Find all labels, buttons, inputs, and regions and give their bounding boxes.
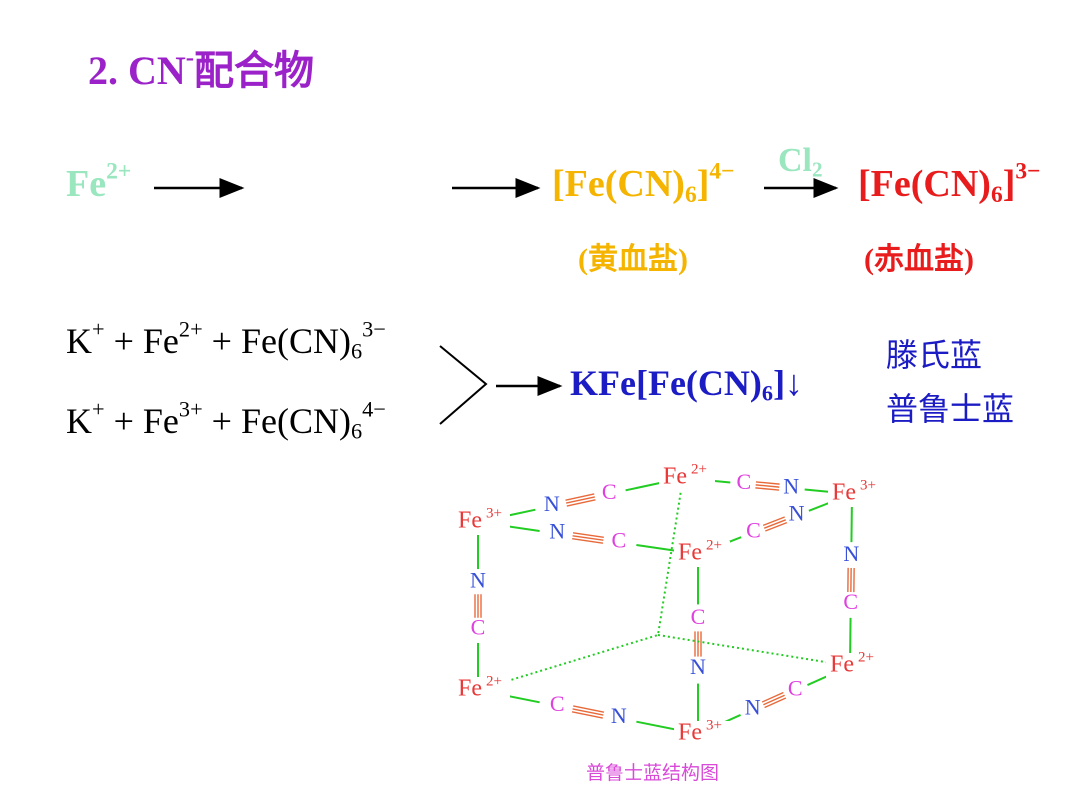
edge-tf-bf-carbon: C bbox=[691, 604, 706, 629]
edge-tl-tf-triple-0 bbox=[572, 532, 604, 538]
edge-bl-bf-triple-0 bbox=[573, 705, 605, 713]
iron-charge-tr: 3+ bbox=[860, 477, 876, 493]
iron-atom-bf: Fe bbox=[678, 720, 702, 746]
fe-backing-tr bbox=[828, 481, 884, 507]
edge-bl-bf-nitrogen: N bbox=[611, 703, 627, 728]
hidden-edge-right bbox=[657, 634, 851, 667]
edge-tf-tr-triple-2 bbox=[765, 521, 788, 532]
edge-tl-tb-nitrogen: N bbox=[544, 491, 560, 516]
edge-tl-tf-triple-2 bbox=[572, 538, 604, 544]
structure-caption: 普鲁士蓝结构图 bbox=[586, 762, 720, 784]
fe-backing-tb bbox=[659, 465, 715, 491]
edge-bf-br-nitrogen: N bbox=[745, 695, 761, 720]
fe-backing-br bbox=[826, 653, 882, 679]
edge-bl-bf-triple-1 bbox=[572, 708, 604, 716]
edge-tl-bl-carbon: C bbox=[471, 615, 486, 640]
edge-tb-tr-triple-1 bbox=[755, 484, 780, 488]
iron-charge-br: 2+ bbox=[858, 649, 874, 665]
edge-bf-br-triple-2 bbox=[764, 697, 787, 709]
iron-charge-bf: 3+ bbox=[706, 717, 722, 733]
fe-backing-bf bbox=[674, 721, 730, 747]
slide-title: 2. CN-配合物 bbox=[88, 44, 315, 93]
product-formula: KFe[Fe(CN)6]↓ bbox=[570, 363, 804, 406]
iron-charge-tf: 2+ bbox=[706, 537, 722, 553]
equation-2: K+ + Fe3+ + Fe(CN)64− bbox=[66, 396, 386, 444]
edge-bf-br-triple-1 bbox=[763, 694, 785, 706]
edge-bl-bf-carbon: C bbox=[550, 691, 565, 716]
iron-charge-bl: 2+ bbox=[486, 673, 502, 689]
prussian-blue-name: 普鲁士蓝 bbox=[886, 391, 1015, 427]
oxidant-label: Cl2 bbox=[778, 142, 823, 182]
merge-bracket bbox=[439, 345, 488, 425]
iron-atom-br: Fe bbox=[830, 652, 854, 678]
edge-tf-tr-carbon: C bbox=[746, 517, 761, 542]
fe-backing-tf bbox=[674, 541, 730, 567]
ferricyanide-formula: [Fe(CN)6]3− bbox=[858, 158, 1041, 208]
fe-backing-tl bbox=[454, 509, 510, 535]
edge-bf-br-carbon: C bbox=[788, 676, 803, 701]
iron-charge-tl: 3+ bbox=[486, 505, 502, 521]
edge-tf-tr-nitrogen: N bbox=[789, 501, 805, 526]
edge-tl-tf-nitrogen: N bbox=[549, 519, 565, 544]
ferrocyanide-name: (黄血盐) bbox=[578, 243, 688, 276]
edge-tb-tr-carbon: C bbox=[736, 469, 751, 494]
edge-tb-tr-triple-2 bbox=[755, 487, 780, 491]
edge-tl-tf-carbon: C bbox=[611, 528, 626, 553]
ferricyanide-name: (赤血盐) bbox=[864, 243, 974, 276]
edge-tl-tb-carbon: C bbox=[602, 479, 617, 504]
fe-backing-bl bbox=[454, 677, 510, 703]
iron-atom-bl: Fe bbox=[458, 676, 482, 702]
edge-bf-br-triple-0 bbox=[761, 691, 784, 703]
edge-tl-tf-triple-1 bbox=[572, 535, 604, 541]
turnbull-blue-name: 滕氏蓝 bbox=[886, 337, 983, 373]
edge-tl-bl-nitrogen: N bbox=[470, 568, 486, 593]
edge-tr-br-carbon: C bbox=[843, 589, 858, 614]
edge-tf-tr-triple-0 bbox=[762, 516, 785, 527]
iron-atom-tf: Fe bbox=[678, 540, 702, 566]
edge-tl-tb-triple-1 bbox=[566, 496, 595, 504]
iron-atom-tl: Fe bbox=[458, 508, 482, 534]
ferrocyanide-formula: [Fe(CN)6]4− bbox=[552, 158, 735, 208]
iron-charge-tb: 2+ bbox=[691, 461, 707, 477]
edge-tb-tr-triple-0 bbox=[755, 481, 780, 485]
hidden-edge-vertical bbox=[657, 477, 684, 636]
edge-tl-tb-triple-0 bbox=[565, 493, 595, 501]
edge-tl-tb-triple-2 bbox=[566, 499, 596, 507]
iron-atom-tr: Fe bbox=[832, 480, 856, 506]
edge-tb-tr-nitrogen: N bbox=[783, 473, 799, 498]
edge-tf-tr-triple-1 bbox=[763, 519, 787, 529]
iron-atom-tb: Fe bbox=[663, 464, 687, 490]
edge-bl-bf-triple-2 bbox=[571, 711, 603, 719]
edge-tf-bf-nitrogen: N bbox=[690, 654, 706, 679]
edge-tr-br-nitrogen: N bbox=[843, 541, 859, 566]
fe2-ion: Fe2+ bbox=[66, 158, 132, 205]
equation-1: K+ + Fe2+ + Fe(CN)63− bbox=[66, 316, 386, 364]
